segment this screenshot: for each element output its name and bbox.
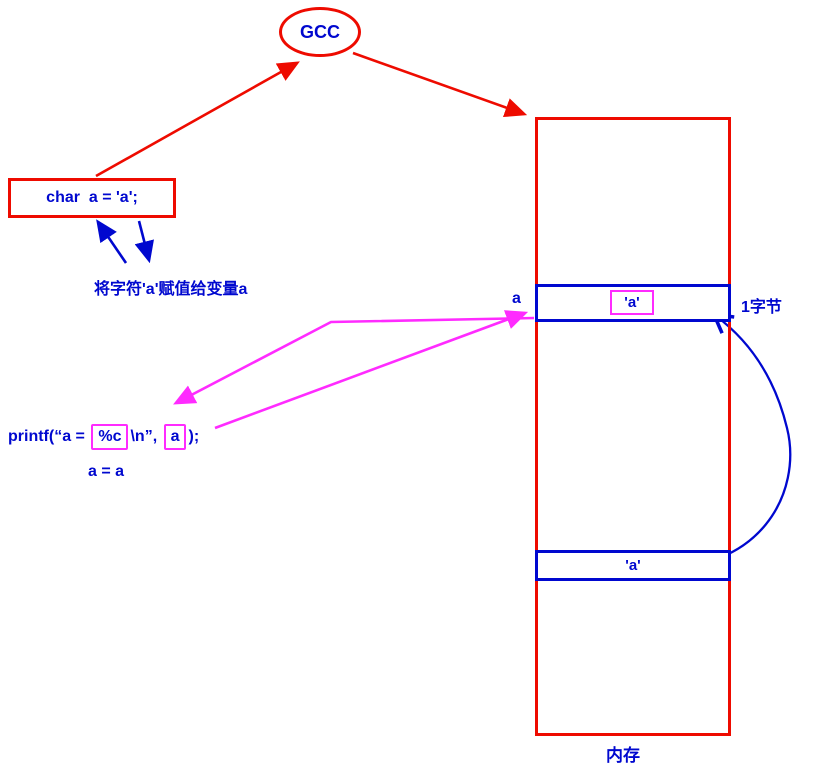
gcc-node: GCC — [279, 7, 361, 57]
memory-caption: 内存 — [606, 746, 640, 765]
format-spec-box: %c — [91, 424, 129, 450]
arrow-memory-to-format-spec — [173, 316, 535, 405]
cell-value-box: 'a' — [610, 290, 654, 315]
byte-size-label: 1字节 — [741, 299, 782, 316]
printf-prefix: printf(“a = — [8, 428, 90, 445]
arrow-arg-to-memory — [214, 310, 529, 430]
printf-note: a = a — [88, 463, 125, 480]
memory-cell-a: 'a' — [535, 284, 731, 322]
printf-arg: a — [170, 428, 180, 445]
arrow-code-to-note — [134, 220, 154, 264]
gcc-label: GCC — [300, 21, 340, 42]
assign-note: 将字符'a'赋值给变量a — [94, 281, 248, 298]
cell-value: 'a' — [624, 294, 640, 311]
memory-box — [535, 117, 731, 736]
arrow-code-to-gcc — [95, 61, 300, 178]
printf-suffix: ); — [188, 428, 200, 445]
lower-cell-value: 'a' — [625, 557, 641, 574]
printf-statement: printf(“a = %c \n”, a ); — [8, 424, 199, 450]
variable-label: a — [512, 290, 521, 307]
memory-cell-lower: 'a' — [535, 550, 731, 581]
format-spec: %c — [98, 428, 122, 445]
code-text: char a = 'a'; — [46, 189, 138, 206]
arrow-gcc-to-memory — [352, 51, 528, 118]
printf-middle: \n”, — [130, 428, 162, 445]
arrow-note-to-code — [96, 219, 128, 264]
arg-box: a — [163, 424, 187, 450]
code-box: char a = 'a'; — [8, 178, 176, 218]
